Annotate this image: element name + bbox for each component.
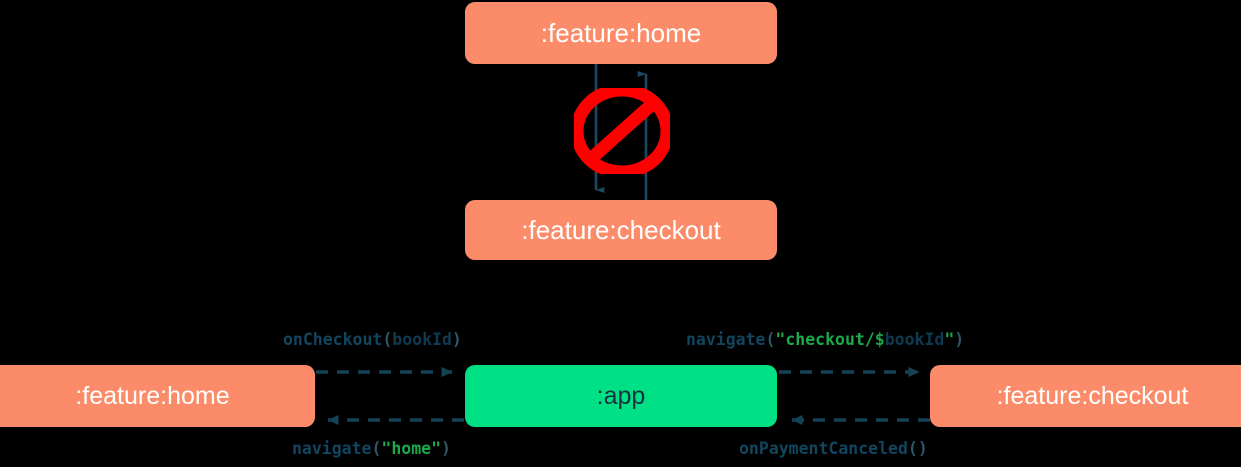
node-label: :feature:checkout [996,381,1189,410]
label-token-argument: bookId [392,330,452,349]
node-app[interactable]: :app [465,365,777,427]
node-label: :feature:home [75,381,230,410]
label-token-punctuation: ) [451,330,462,349]
label-token-punctuation: ( [382,330,393,349]
node-label: :app [596,381,646,410]
label-token-punctuation: () [907,439,928,458]
edge-label-checkout-to-app: onPaymentCanceled() [739,439,928,458]
edge-label-home-to-app: onCheckout(bookId) [283,330,462,349]
node-feature-checkout-bottom[interactable]: :feature:checkout [930,365,1241,427]
node-feature-home-bottom[interactable]: :feature:home [0,365,315,427]
label-token-punctuation: ( [371,439,382,458]
label-token-punctuation: ) [441,439,451,458]
label-token-string: " [944,330,955,349]
node-label: :feature:home [540,17,702,48]
node-feature-checkout-top[interactable]: :feature:checkout [465,200,777,260]
edge-label-app-to-checkout: navigate("checkout/$bookId") [686,330,965,349]
node-label: :feature:checkout [521,214,721,245]
label-token-function: navigate [686,330,766,349]
label-token-punctuation: ( [765,330,776,349]
edge-label-app-to-home: navigate("home") [292,439,451,458]
label-token-string: "checkout/$ [775,330,885,349]
label-token-function: onCheckout [283,330,383,349]
label-token-punctuation: ) [954,330,965,349]
label-token-function: navigate [292,439,372,458]
node-feature-home-top[interactable]: :feature:home [465,2,777,64]
label-token-argument: bookId [884,330,945,349]
prohibited-icon [574,88,670,174]
label-token-function: onPaymentCanceled [739,439,908,458]
label-token-string: "home" [381,439,442,458]
